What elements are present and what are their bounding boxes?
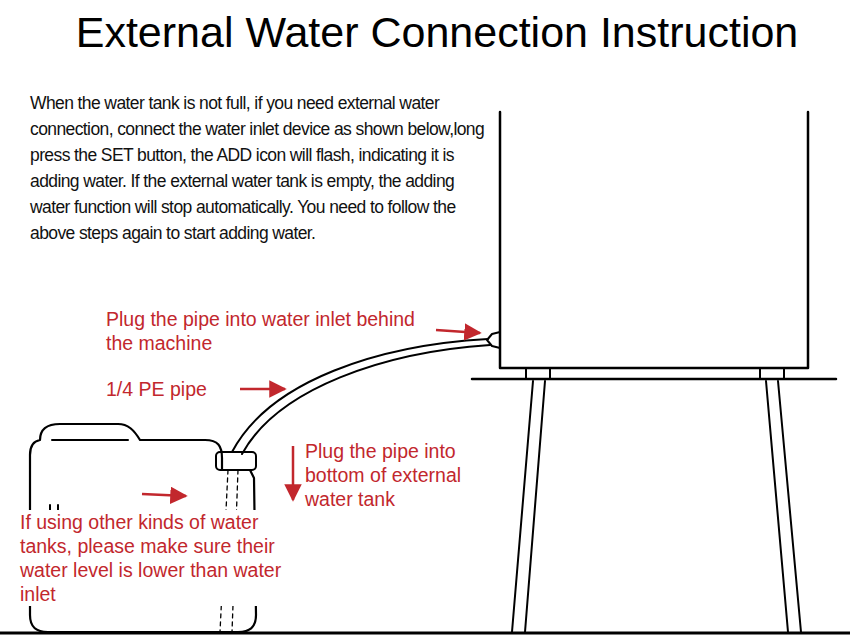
callout-label: Plug the pipe into water inlet behind th… (106, 307, 436, 355)
title: External Water Connection Instruction (76, 8, 799, 57)
callout-label: Plug the pipe into bottom of external wa… (305, 439, 463, 511)
instruction-text: When the water tank is not full, if you … (30, 90, 498, 246)
callout-label: If using other kinds of water tanks, ple… (20, 510, 302, 606)
callout-label: 1/4 PE pipe (106, 377, 236, 401)
